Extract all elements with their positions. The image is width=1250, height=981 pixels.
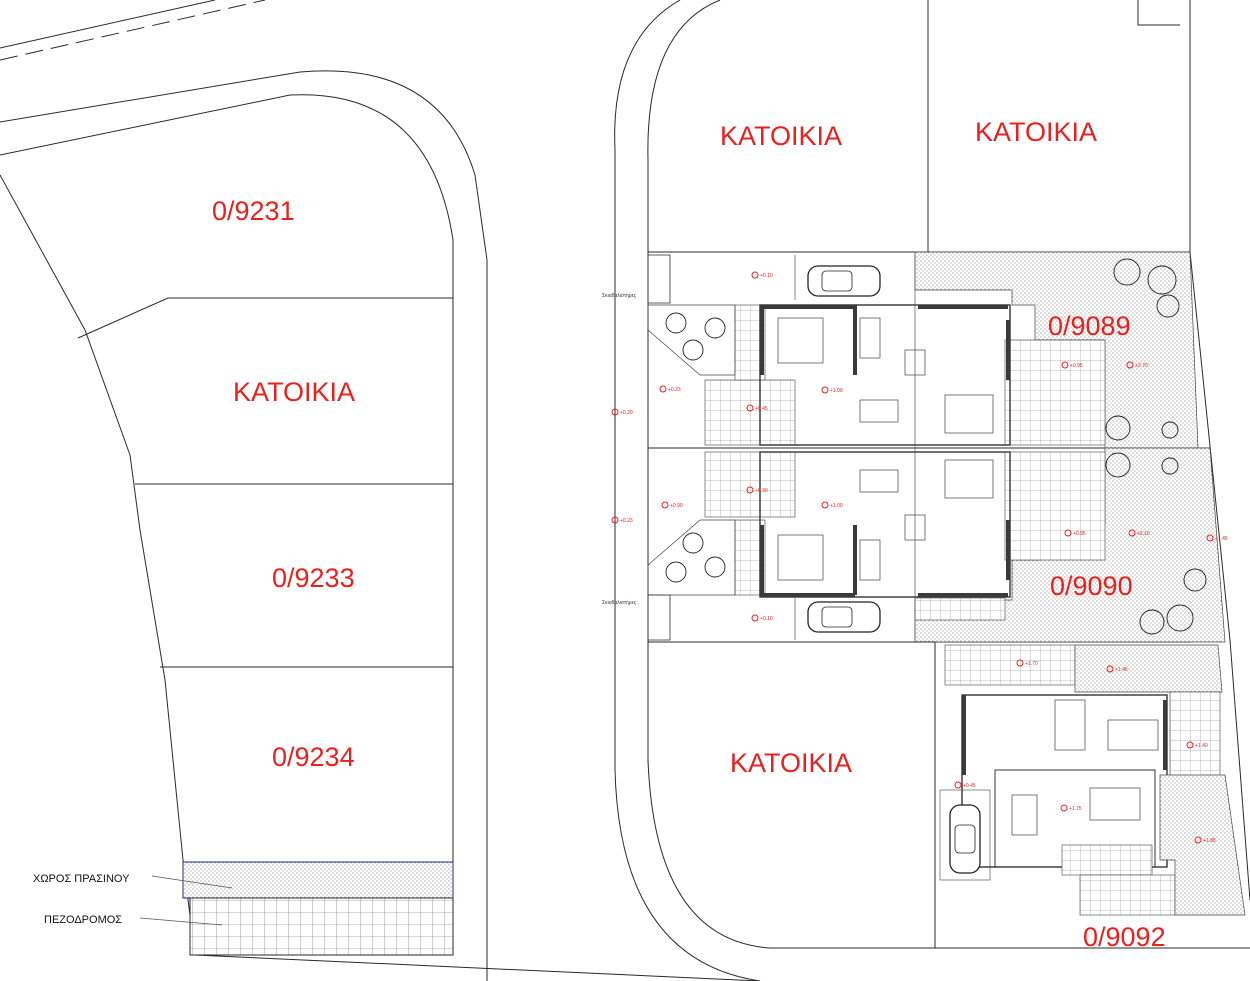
level-value: +0.95 [1073,531,1086,537]
level-value: +0.45 [755,406,768,412]
level-marker [611,516,619,524]
road-curve-outer [0,70,488,981]
road-curve-inner [0,94,454,955]
shed-bottom [647,594,671,641]
level-marker [1016,659,1024,667]
level-value: +1.85 [1203,838,1216,844]
shed-label-bottom: Σκιαδαλιστήρες [602,599,637,606]
terrace-9092-bottom [1079,874,1176,916]
label-katoikia-left: ΚΑΤΟΙΚΙΑ [233,377,355,407]
label-9231: 0/9231 [212,196,295,226]
right-parcels: ΚΑΤΟΙΚΙΑ ΚΑΤΟΙΚΙΑ [602,0,1250,981]
legend-sidewalk: ΠΕΖΟΔΡΟΜΟΣ [44,914,122,926]
road-bottom-edge [194,954,761,981]
level-marker [1126,361,1134,369]
level-marker [821,386,829,394]
level-value: +1.45 [1115,667,1128,673]
shed-top [647,254,671,304]
road-curve-right-outer [614,0,761,981]
stairs-9092 [1061,844,1153,876]
legend-leader-green [151,875,233,889]
parking-9092 [939,789,991,881]
right-boundary [1189,251,1250,901]
terrace-top [1004,339,1106,446]
label-katoikia-top1: ΚΑΤΟΙΚΙΑ [720,121,842,151]
legend-green-space: ΧΩΡΟΣ ΠΡΑΣΙΝΟΥ [33,873,130,885]
level-value: +2.10 [1137,531,1150,537]
car-9092 [949,804,981,874]
level-value: +1.00 [830,388,843,394]
level-markers: +0.10 +0.20 +1.00 +0.45 +0.23 +0.90 +0.30 +1.00… [611,271,1228,844]
car-top [807,265,881,297]
level-marker [1206,534,1214,542]
level-value: +1.00 [830,503,843,509]
level-marker [1106,665,1114,673]
level-marker [1061,361,1069,369]
left-parcels: 0/9231 ΚΑΤΟΙΚΙΑ 0/9233 0/9234 ΧΩΡΟΣ ΠΡΑΣ… [0,0,761,981]
level-marker [746,486,754,494]
level-value: +0.10 [760,616,773,622]
level-value: +0.95 [1070,363,1083,369]
level-value: +1.70 [1025,661,1038,667]
plants [665,258,1207,635]
garden-9092-top [1074,644,1223,693]
level-marker [1194,836,1202,844]
house-bottom [759,451,1011,598]
level-value: +2.70 [1135,363,1148,369]
house-9092 [961,694,1168,868]
green-space-strip [182,861,454,899]
label-9090: 0/9090 [1050,571,1133,601]
stairs-top [704,379,796,446]
sidewalk-strip [189,897,454,956]
level-marker [611,408,619,416]
level-marker [1060,804,1068,812]
parcel-left-boundary [0,174,196,956]
level-marker [751,614,759,622]
terrace-9092-right [1169,691,1221,783]
level-value: +0.20 [620,410,633,416]
level-marker [659,385,667,393]
road-edge-line [0,0,216,49]
level-value: +0.23 [620,518,633,524]
level-marker [954,781,962,789]
label-katoikia-bottom: ΚΑΤΟΙΚΙΑ [730,748,852,778]
shed-label-top: Σκιαδαλιστήρες [602,292,637,299]
level-marker [821,501,829,509]
level-marker [1128,529,1136,537]
level-value: +0.23 [668,387,681,393]
garden-9092-right [1159,774,1246,916]
level-value: +0.45 [963,783,976,789]
level-marker [661,501,669,509]
label-katoikia-top2: ΚΑΤΟΙΚΙΑ [975,117,1097,147]
label-9089: 0/9089 [1048,311,1131,341]
terrace-bottom [1004,451,1106,561]
stairs-bottom [704,451,796,518]
road-curve-right-inner [647,0,1250,949]
top-right-corner [1137,0,1180,26]
level-marker [1186,741,1194,749]
car-bottom [807,601,881,633]
house-top [759,304,1011,446]
divider-9231 [77,297,453,339]
level-value: +1.75 [1069,806,1082,812]
dashed-road-line [0,0,266,61]
terrace-9092-top [944,644,1076,686]
level-marker [1064,529,1072,537]
planter-top [647,304,736,376]
level-value: +1.45 [1215,536,1228,542]
level-marker [751,271,759,279]
level-marker [746,404,754,412]
label-9092: 0/9092 [1083,922,1166,952]
label-9233: 0/9233 [272,563,355,593]
bbq-strip [914,597,1006,621]
level-value: +1.40 [1195,743,1208,749]
legend-leader-sidewalk [139,917,223,926]
level-value: +0.30 [755,488,768,494]
planter-bottom [647,519,736,596]
label-9234: 0/9234 [272,742,355,772]
level-value: +0.90 [670,503,683,509]
level-value: +0.10 [760,273,773,279]
